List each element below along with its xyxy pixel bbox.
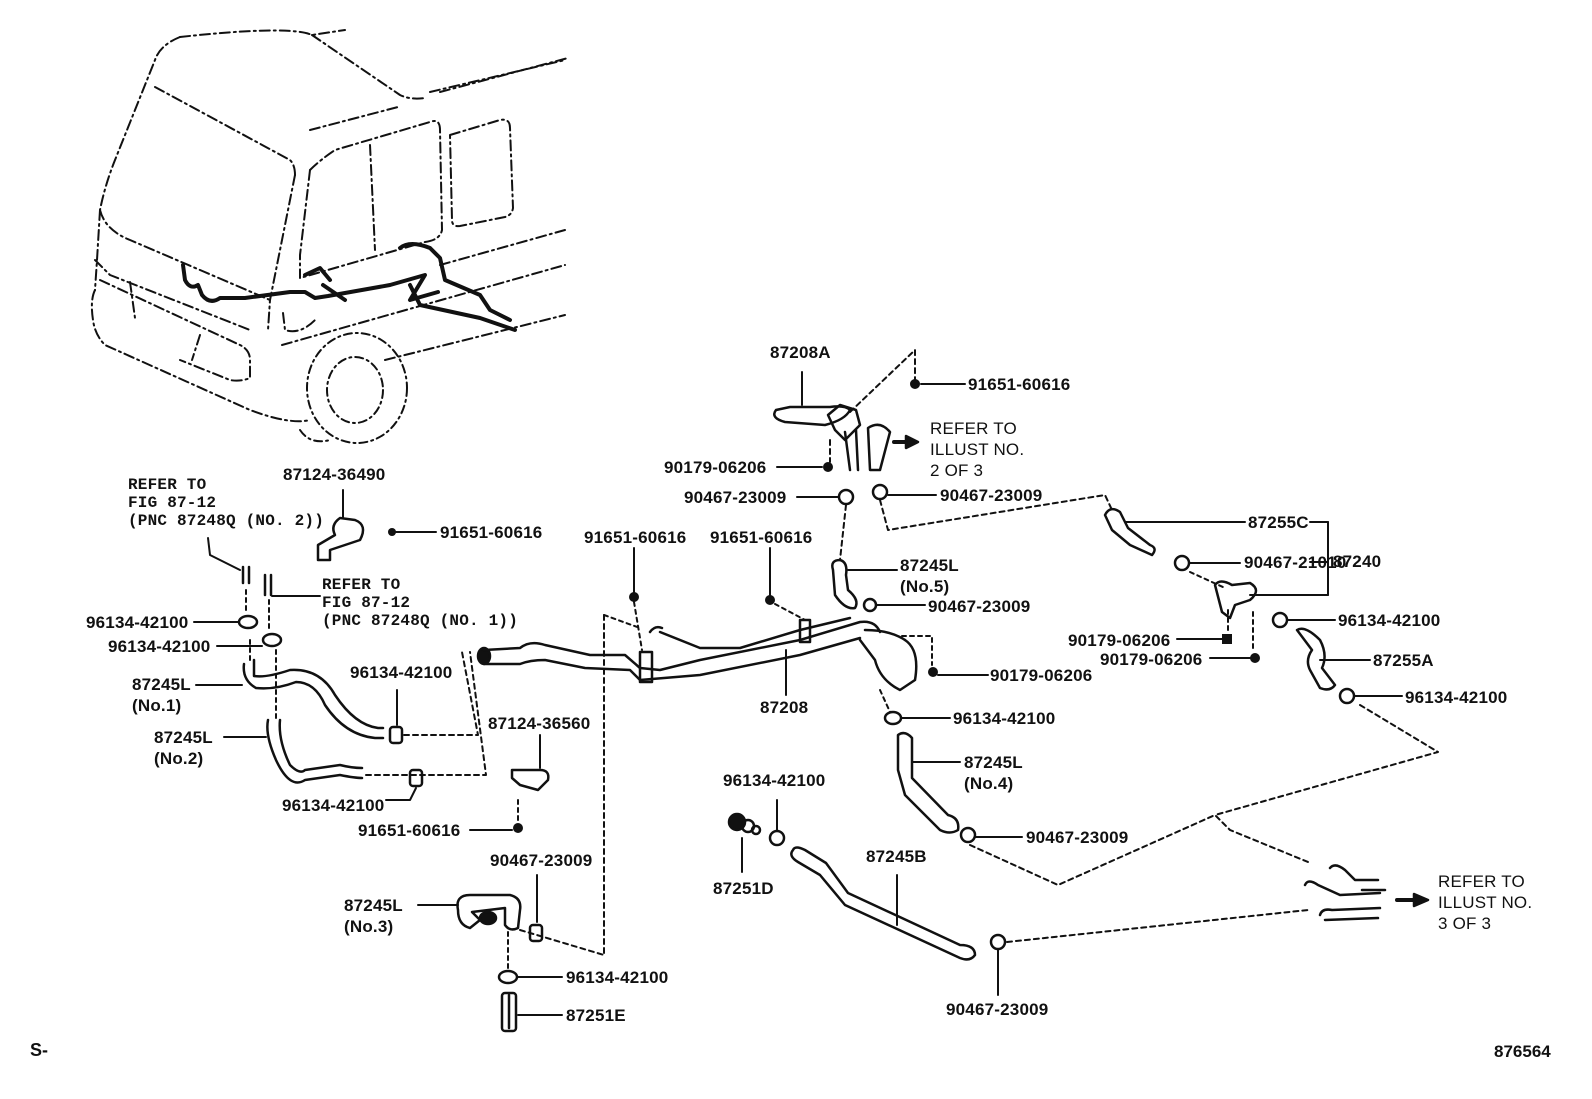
wheel (299, 332, 408, 444)
label-87251D[interactable]: 87251D (713, 879, 774, 898)
label-90179-06206-a[interactable]: 90179-06206 (1068, 631, 1171, 650)
bolts-91651-mid (603, 547, 806, 956)
part-87208A-pipe-bracket (773, 349, 920, 472)
refer3-line3: 3 OF 3 (1438, 914, 1492, 933)
label-90467-23009-no3[interactable]: 90467-23009 (490, 851, 593, 870)
part-variant: (No.4) (964, 774, 1014, 793)
part-number: 87245L (900, 556, 959, 575)
refer-fig1-line3: (PNC 87248Q (NO. 1)) (322, 612, 519, 630)
refer3-line1: REFER TO (1438, 872, 1525, 891)
refer-fig1-line2: FIG 87-12 (322, 594, 411, 612)
part-number: 87245L (154, 728, 213, 747)
refer-to-illust-3-of-3[interactable]: REFER TO ILLUST NO. 3 OF 3 (1438, 871, 1532, 934)
part-number: 87245L (132, 675, 191, 694)
label-96134-42100-right[interactable]: 96134-42100 (1338, 611, 1441, 630)
heater-hose-routing (181, 242, 517, 332)
hose-87245L-no3 (417, 874, 605, 985)
label-87124-36490[interactable]: 87124-36490 (283, 465, 386, 484)
refer-to-fig-87-12-no1[interactable]: REFER TO FIG 87-12 (PNC 87248Q (NO. 1)) (322, 576, 518, 630)
label-87240[interactable]: 87240 (1333, 552, 1382, 571)
clamps-90467-top (796, 483, 1113, 561)
refer-fig-leaders (207, 537, 321, 633)
hose-87245L-no2 (223, 649, 364, 784)
part-87240-assembly (1103, 507, 1439, 816)
label-87245L-no5[interactable]: 87245L (No.5) (900, 555, 959, 597)
label-96134-42100-l1[interactable]: 96134-42100 (86, 613, 189, 632)
label-91651-60616-mid1[interactable]: 91651-60616 (584, 528, 687, 547)
corner-code: S- (30, 1040, 48, 1060)
label-91651-60616-36560[interactable]: 91651-60616 (358, 821, 461, 840)
label-91651-60616-top[interactable]: 91651-60616 (968, 375, 1071, 394)
label-87245L-no4[interactable]: 87245L (No.4) (964, 752, 1023, 794)
label-87245L-no2[interactable]: 87245L (No.2) (154, 727, 213, 769)
refer-fig2-line3: (PNC 87248Q (NO. 2)) (128, 512, 325, 530)
label-90467-23009-87245B[interactable]: 90467-23009 (946, 1000, 1049, 1019)
label-90179-06206-b[interactable]: 90179-06206 (1100, 650, 1203, 669)
label-96134-42100-87251E[interactable]: 96134-42100 (566, 968, 669, 987)
label-90467-23009-no5[interactable]: 90467-23009 (928, 597, 1031, 616)
label-90467-23009-no4[interactable]: 90467-23009 (1026, 828, 1129, 847)
label-87255C[interactable]: 87255C (1248, 513, 1309, 532)
refer-to-illust-2-of-3[interactable]: REFER TO ILLUST NO. 2 OF 3 (930, 418, 1024, 481)
part-87251D-fitting (727, 799, 786, 873)
label-87255A[interactable]: 87255A (1373, 651, 1434, 670)
part-number: 87245L (964, 753, 1023, 772)
label-91651-60616-bracket[interactable]: 91651-60616 (440, 523, 543, 542)
refer-fig2-line1: REFER TO (128, 476, 207, 494)
label-90467-23009-b[interactable]: 90467-23009 (940, 486, 1043, 505)
refer2-line1: REFER TO (930, 419, 1017, 438)
label-87245L-no1[interactable]: 87245L (No.1) (132, 674, 191, 716)
hose-87245L-no4 (879, 689, 1309, 886)
label-87124-36560[interactable]: 87124-36560 (488, 714, 591, 733)
refer-fig1-line1: REFER TO (322, 576, 401, 594)
part-number: 87245L (344, 896, 403, 915)
hose-87245L-no5 (831, 558, 926, 613)
hose-87245B (790, 846, 1309, 996)
part-variant: (No.2) (154, 749, 204, 768)
part-variant: (No.1) (132, 696, 182, 715)
part-variant: (No.5) (900, 577, 950, 596)
refer3-line2: ILLUST NO. (1438, 893, 1533, 912)
refer-fig2-line2: FIG 87-12 (128, 494, 217, 512)
part-87124-36490-bracket (316, 489, 437, 562)
label-87245B[interactable]: 87245B (866, 847, 927, 866)
label-90467-21010[interactable]: 90467-21010 (1244, 553, 1347, 572)
label-96134-42100-l2[interactable]: 96134-42100 (108, 637, 211, 656)
nut-90179-mid (901, 635, 989, 677)
label-87208[interactable]: 87208 (760, 698, 809, 717)
illustration-id: 876564 (1494, 1042, 1551, 1061)
label-96134-42100-r2[interactable]: 96134-42100 (282, 796, 385, 815)
refer2-line2: ILLUST NO. (930, 440, 1025, 459)
hose-87245L-no1 (195, 639, 385, 740)
bolt-91651-60616-top (910, 379, 966, 389)
refer-to-fig-87-12-no2[interactable]: REFER TO FIG 87-12 (PNC 87248Q (NO. 2)) (128, 476, 324, 530)
clamps-96134-left (193, 614, 283, 648)
label-96134-42100-87251D[interactable]: 96134-42100 (723, 771, 826, 790)
part-87251E-fitting (500, 991, 563, 1033)
label-96134-42100-r1[interactable]: 96134-42100 (350, 663, 453, 682)
part-variant: (No.3) (344, 917, 394, 936)
label-96134-42100-87255A[interactable]: 96134-42100 (1405, 688, 1508, 707)
clamps-96134-right-of-hoses (365, 651, 487, 801)
label-96134-42100-no4[interactable]: 96134-42100 (953, 709, 1056, 728)
label-87251E[interactable]: 87251E (566, 1006, 626, 1025)
part-87124-36560-bracket (469, 734, 550, 833)
label-87208A[interactable]: 87208A (770, 343, 831, 362)
label-90467-23009-a[interactable]: 90467-23009 (684, 488, 787, 507)
label-87245L-no3[interactable]: 87245L (No.3) (344, 895, 403, 937)
vehicle-outline (90, 29, 569, 423)
outlet-pipes-3-of-3 (1303, 864, 1430, 922)
label-90179-06206-mid[interactable]: 90179-06206 (990, 666, 1093, 685)
refer2-line3: 2 OF 3 (930, 461, 984, 480)
label-90179-06206-top[interactable]: 90179-06206 (664, 458, 767, 477)
label-91651-60616-mid2[interactable]: 91651-60616 (710, 528, 813, 547)
pipe-87208 (476, 616, 918, 696)
